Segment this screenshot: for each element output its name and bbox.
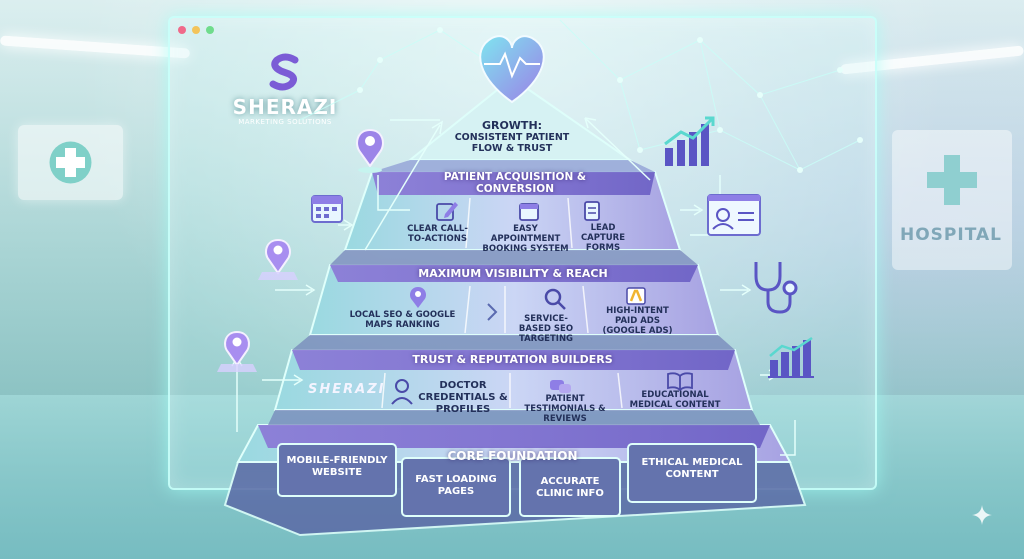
tier-trust-reputation — [268, 349, 760, 425]
map-pin-small-icon — [410, 287, 426, 308]
tier-4-title: CORE FOUNDATION — [447, 449, 578, 463]
tier-2-item-3: HIGH-INTENT PAID ADS (Google Ads) — [602, 306, 673, 336]
map-pin-icon — [258, 238, 298, 280]
foundation-item-4: ETHICAL MEDICAL CONTENT — [641, 457, 743, 480]
tier-3-item-1: DOCTOR CREDENTIALS & PROFILES — [418, 380, 508, 415]
calendar-small-icon — [519, 203, 539, 221]
tier-2-item-2: SERVICE-BASED SEO TARGETING — [518, 314, 574, 344]
calendar-icon — [311, 195, 343, 223]
map-pin-icon — [356, 128, 384, 173]
window-dot-green — [206, 26, 214, 34]
growth-title: GROWTH: — [481, 119, 543, 132]
heart-icon — [479, 35, 545, 104]
window-dot-red — [178, 26, 186, 34]
wall-medical-sign-left — [18, 125, 123, 200]
sparkle-icon — [972, 505, 992, 525]
foundation-item-1: MOBILE-FRIENDLY WEBSITE — [286, 455, 388, 478]
brand-logo: SHERAZI MARKETING SOLUTIONS — [225, 52, 345, 126]
left-arrows — [231, 119, 444, 432]
stethoscope-icon — [754, 262, 798, 314]
magnifier-icon — [544, 288, 566, 310]
brand-tagline: MARKETING SOLUTIONS — [238, 118, 332, 126]
tier-visibility-reach — [292, 264, 735, 350]
growth-chart-icon — [664, 116, 715, 166]
hospital-sign-text: HOSPITAL — [900, 225, 1002, 245]
tier-1-title: PATIENT ACQUISITION & CONVERSION — [443, 171, 587, 195]
doctor-icon — [391, 379, 413, 405]
foundation-item-2: FAST LOADING PAGES — [415, 474, 497, 497]
tier-3-title: TRUST & REPUTATION BUILDERS — [412, 353, 613, 366]
book-icon — [667, 372, 693, 392]
network-nodes — [357, 27, 863, 173]
foundation-item-3: ACCURATE CLINIC INFO — [536, 476, 604, 499]
tier-1-item-3: LEAD CAPTURE FORMS — [580, 223, 626, 253]
tier-3-item-3: EDUCATIONAL MEDICAL CONTENT — [629, 390, 721, 410]
brand-name: SHERAZI — [232, 95, 338, 119]
foundation-boxes — [277, 443, 757, 517]
tier-separators — [381, 197, 623, 409]
medical-cross-icon — [49, 141, 92, 184]
window-dot-yellow — [192, 26, 200, 34]
sherazi-watermark: SHERAZI — [308, 382, 386, 397]
logo-s-icon — [269, 53, 299, 91]
bar-chart-icon — [768, 336, 814, 378]
profile-card-icon — [707, 194, 761, 236]
tier-2-title: MAXIMUM VISIBILITY & REACH — [418, 267, 608, 280]
chevron-right-icon — [487, 303, 498, 321]
tier-1-item-2: EASY APPOINTMENT BOOKING SYSTEM — [482, 224, 569, 254]
tier-2-item-1: LOCAL SEO & GOOGLE MAPS RANKING — [349, 310, 456, 330]
tier-3-item-2: PATIENT TESTIMONIALS & REVIEWS — [524, 394, 606, 424]
tier-1-item-1: CLEAR CALL-TO-ACTIONS — [407, 224, 468, 244]
chat-bubble-icon — [550, 380, 571, 393]
window-controls — [178, 26, 214, 34]
wall-hospital-sign: HOSPITAL — [892, 130, 1012, 270]
growth-subtitle: CONSISTENT PATIENT FLOW & TRUST — [454, 132, 570, 154]
tier-growth-top — [372, 76, 655, 172]
edit-icon — [436, 202, 458, 221]
google-ads-icon — [626, 287, 646, 305]
medical-cross-icon — [927, 155, 977, 205]
form-icon — [584, 201, 600, 221]
tier-acquisition-conversion — [330, 171, 698, 265]
map-pin-icon — [217, 330, 257, 372]
